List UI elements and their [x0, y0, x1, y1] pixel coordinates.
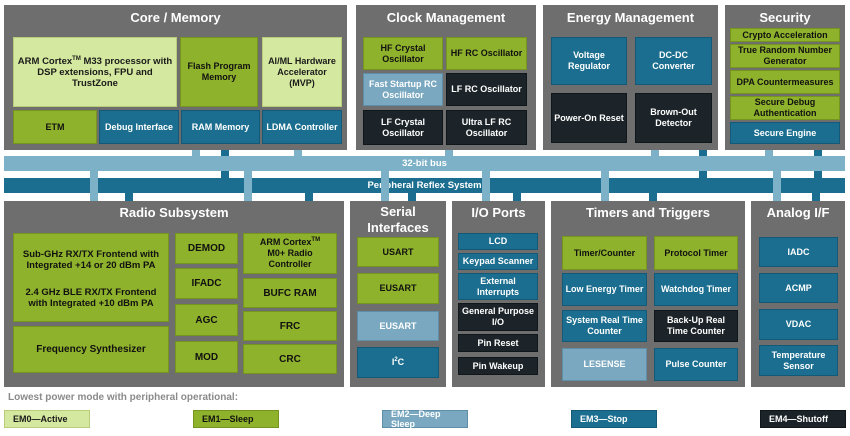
- connector: [192, 150, 200, 156]
- aiml-accelerator: AI/ML Hardware Accelerator (MVP): [262, 37, 342, 107]
- connector: [125, 193, 133, 201]
- radio-subsystem-panel: Radio Subsystem Sub-GHz RX/TX Frontend w…: [4, 201, 344, 387]
- demod-block: DEMOD: [175, 233, 238, 264]
- legend-em0: EM0—Active: [4, 410, 90, 428]
- connector: [90, 171, 98, 201]
- legend-em3: EM3—Stop: [571, 410, 657, 428]
- voltage-regulator: Voltage Regulator: [551, 37, 627, 85]
- connector: [765, 150, 773, 156]
- external-interrupts: External Interrupts: [458, 273, 538, 300]
- secure-engine: Secure Engine: [730, 122, 840, 144]
- connector: [649, 193, 657, 201]
- connector: [651, 150, 659, 156]
- keypad-scanner: Keypad Scanner: [458, 253, 538, 270]
- lf-crystal-oscillator: LF Crystal Oscillator: [363, 110, 443, 145]
- debug-interface: Debug Interface: [99, 110, 179, 144]
- acmp-block: ACMP: [759, 273, 838, 303]
- peripheral-reflex-system: Peripheral Reflex System: [4, 178, 845, 193]
- connector: [513, 193, 521, 201]
- flash-memory: Flash Program Memory: [180, 37, 258, 107]
- crypto-acceleration: Crypto Acceleration: [730, 28, 840, 42]
- connector: [381, 171, 389, 201]
- core-memory-title: Core / Memory: [130, 10, 221, 25]
- serial-interfaces-title: Serial Interfaces: [367, 204, 429, 235]
- pin-wakeup: Pin Wakeup: [458, 357, 538, 375]
- connector: [244, 171, 252, 201]
- radio-frontend-block: Sub-GHz RX/TX Frontend with Integrated +…: [13, 233, 169, 322]
- secure-debug-authentication: Secure Debug Authentication: [730, 96, 840, 120]
- dc-dc-converter: DC-DC Converter: [635, 37, 712, 85]
- pulse-counter: Pulse Counter: [654, 348, 738, 381]
- timers-triggers-panel: Timers and Triggers Timer/Counter Protoc…: [551, 201, 745, 387]
- ultra-lf-rc-oscillator: Ultra LF RC Oscillator: [446, 110, 527, 145]
- i2c-block: I2C: [357, 347, 439, 378]
- clock-management-title: Clock Management: [386, 10, 506, 25]
- legend-em4: EM4—Shutoff: [760, 410, 846, 428]
- connector: [773, 171, 781, 201]
- timers-triggers-title: Timers and Triggers: [585, 205, 711, 220]
- lesense-block: LESENSE: [562, 348, 647, 381]
- ram-memory: RAM Memory: [181, 110, 260, 144]
- 32-bit-bus: 32-bit bus: [4, 156, 845, 171]
- connector: [305, 193, 313, 201]
- ldma-controller: LDMA Controller: [262, 110, 342, 144]
- connector: [408, 193, 416, 201]
- io-ports-title: I/O Ports: [471, 205, 526, 220]
- protocol-timer: Protocol Timer: [654, 236, 738, 270]
- io-ports-panel: I/O Ports LCD Keypad Scanner External In…: [452, 201, 545, 387]
- connector: [812, 193, 820, 201]
- security-panel: Security Crypto Acceleration True Random…: [725, 5, 845, 150]
- core-memory-panel: Core / Memory ARM CortexTM M33 processor…: [4, 5, 347, 150]
- ble-frontend: 2.4 GHz BLE RX/TX Frontend with Integrat…: [25, 287, 157, 309]
- frc-block: FRC: [243, 311, 337, 341]
- security-title: Security: [759, 10, 811, 25]
- ifadc-block: IFADC: [175, 268, 238, 299]
- fast-startup-rc-oscillator: Fast Startup RC Oscillator: [363, 73, 443, 106]
- dpa-countermeasures: DPA Countermeasures: [730, 70, 840, 94]
- vdac-block: VDAC: [759, 309, 838, 340]
- radio-subsystem-title: Radio Subsystem: [119, 205, 229, 220]
- lf-rc-oscillator: LF RC Oscillator: [446, 73, 527, 106]
- low-energy-timer: Low Energy Timer: [562, 273, 647, 306]
- etm-block: ETM: [13, 110, 97, 144]
- hf-rc-oscillator: HF RC Oscillator: [446, 37, 527, 70]
- legend-title: Lowest power mode with peripheral operat…: [8, 392, 239, 403]
- frequency-synthesizer: Frequency Synthesizer: [13, 326, 169, 373]
- brown-out-detector: Brown-Out Detector: [635, 93, 712, 143]
- timer-counter: Timer/Counter: [562, 236, 647, 270]
- back-up-real-time-counter: Back-Up Real Time Counter: [654, 310, 738, 342]
- temperature-sensor: Temperature Sensor: [759, 345, 838, 376]
- serial-interfaces-panel: Serial Interfaces USART EUSART EUSART I2…: [350, 201, 446, 387]
- eusart-block-1: EUSART: [357, 273, 439, 304]
- lcd-block: LCD: [458, 233, 538, 250]
- analog-if-title: Analog I/F: [766, 205, 830, 220]
- clock-management-panel: Clock Management HF Crystal Oscillator H…: [356, 5, 536, 150]
- watchdog-timer: Watchdog Timer: [654, 273, 738, 306]
- pin-reset: Pin Reset: [458, 334, 538, 352]
- eusart-block-2: EUSART: [357, 311, 439, 341]
- hf-crystal-oscillator: HF Crystal Oscillator: [363, 37, 443, 70]
- bufc-ram: BUFC RAM: [243, 278, 337, 308]
- iadc-block: IADC: [759, 237, 838, 267]
- energy-management-panel: Energy Management Voltage Regulator DC-D…: [543, 5, 718, 150]
- usart-block: USART: [357, 237, 439, 267]
- legend-em1: EM1—Sleep: [193, 410, 279, 428]
- analog-if-panel: Analog I/F IADC ACMP VDAC Temperature Se…: [751, 201, 845, 387]
- agc-block: AGC: [175, 304, 238, 336]
- true-random-number-generator: True Random Number Generator: [730, 44, 840, 68]
- energy-management-title: Energy Management: [566, 10, 695, 25]
- power-on-reset: Power-On Reset: [551, 93, 627, 143]
- crc-block: CRC: [243, 344, 337, 374]
- connector: [601, 171, 609, 201]
- connector: [482, 171, 490, 201]
- subghz-frontend: Sub-GHz RX/TX Frontend with Integrated +…: [22, 249, 160, 271]
- general-purpose-io: General Purpose I/O: [458, 303, 538, 331]
- system-real-time-counter: System Real Time Counter: [562, 310, 647, 342]
- connector: [294, 150, 302, 156]
- mod-block: MOD: [175, 341, 238, 373]
- cortex-m33-processor: ARM CortexTM M33 processor with DSP exte…: [13, 37, 177, 107]
- connector: [445, 150, 453, 156]
- legend-em2: EM2—Deep Sleep: [382, 409, 468, 429]
